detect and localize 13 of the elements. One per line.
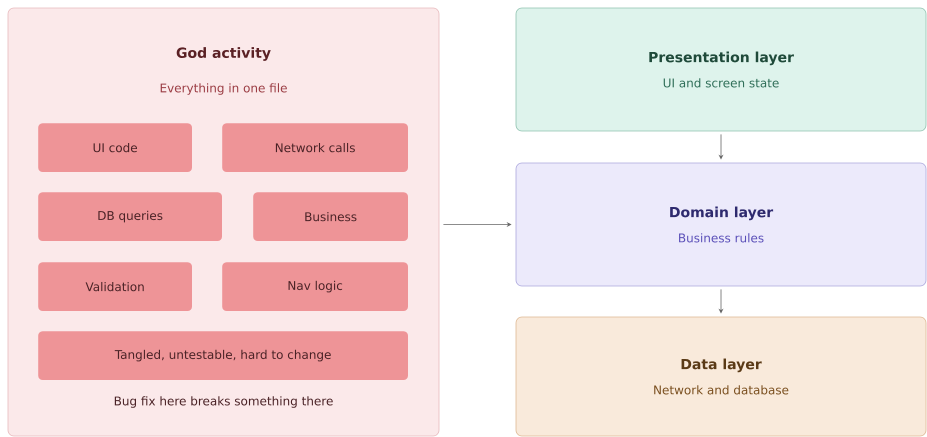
layer-box: Domain layer Business rules xyxy=(516,162,926,286)
code-box: Validation xyxy=(38,262,192,311)
code-box: Network calls xyxy=(222,123,408,172)
code-box: Nav logic xyxy=(222,262,408,311)
footnote-text: Bug fix here breaks something there xyxy=(114,396,333,408)
layer-box: Data layer Network and database xyxy=(516,316,926,436)
code-box: Tangled, untestable, hard to change xyxy=(38,331,408,380)
container-title: God activity xyxy=(176,47,271,61)
container-subtitle: Everything in one file xyxy=(160,83,287,95)
layer-box: Presentation layer UI and screen state xyxy=(516,8,926,132)
code-box: Business xyxy=(253,192,408,241)
code-box: UI code xyxy=(38,123,192,172)
code-box: DB queries xyxy=(38,192,222,241)
